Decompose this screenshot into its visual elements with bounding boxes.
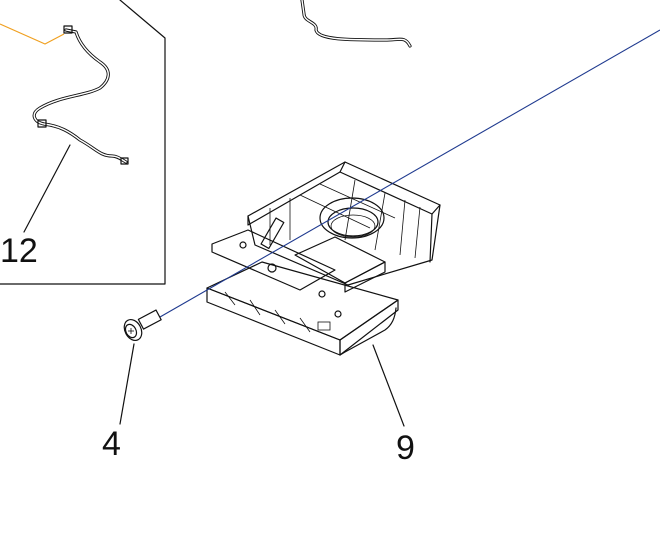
control-box-assembly[interactable]	[206, 161, 441, 356]
leader-line-9	[372, 344, 405, 427]
leader-line-12	[23, 144, 71, 233]
ring-port	[319, 197, 385, 239]
top-wire-part[interactable]	[300, 0, 412, 48]
orange-leader-line	[0, 23, 65, 45]
callout-12[interactable]: 12	[0, 232, 38, 270]
assembly-axis-line	[159, 29, 660, 318]
callout-4[interactable]: 4	[102, 425, 121, 463]
screw-part[interactable]	[121, 309, 162, 343]
callout-9[interactable]: 9	[396, 429, 415, 467]
leader-line-4	[119, 343, 135, 425]
inset-frame	[0, 0, 166, 285]
wire-harness-part[interactable]	[32, 25, 129, 165]
